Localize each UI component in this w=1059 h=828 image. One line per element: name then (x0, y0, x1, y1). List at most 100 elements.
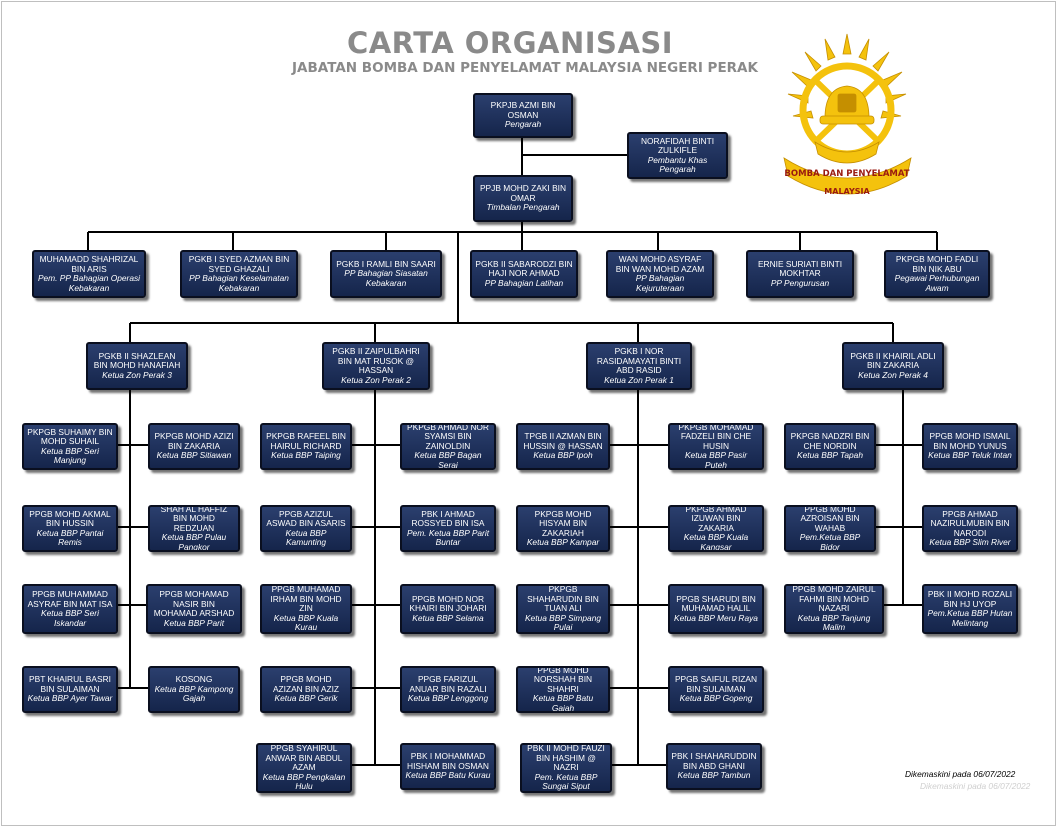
box-name: SHAH AL HAFFIZ BIN MOHD REDZUAN (160, 505, 228, 533)
box-name: PBT KHAIRUL BASRI BIN SULAIMAN (29, 674, 111, 694)
logo-text-top: BOMBA DAN PENYELAMAT (784, 169, 909, 179)
box-name: PBK I MOHAMMAD HISHAM BIN OSMAN (407, 751, 489, 771)
box-name: PPgB MOHD NOR KHAIRI BIN JOHARI (409, 593, 487, 614)
box-role: Ketua Zon Perak 2 (341, 374, 411, 385)
org-box-station: PKPgB SUHAIMY BIN MOHD SUHAIL Ketua BBP … (22, 423, 118, 470)
org-box-station: PPgB MOHD AZROISAN BIN WAHAB Pem.Ketua B… (784, 505, 876, 552)
box-role: PP Pengurusan (770, 277, 830, 288)
box-role: Ketua BBP Lenggong (407, 693, 489, 704)
box-role: Ketua BBP Kampong Gajah (154, 683, 234, 704)
box-role: Ketua BBP Bagan Serai (414, 450, 482, 470)
org-box-station: PPgB MOHD NORSHAH BIN SHAHRI Ketua BBP B… (516, 666, 610, 713)
box-name: PPgB MOHD AZROISAN BIN WAHAB (800, 505, 860, 533)
box-role: Ketua BBP Seri Manjung (41, 445, 99, 465)
box-role: Ketua BBP Gopeng (679, 693, 753, 704)
org-box-station: PBT KHAIRUL BASRI BIN SULAIMAN Ketua BBP… (22, 666, 118, 713)
box-role: Ketua BBP Tanjung Malim (797, 612, 871, 633)
box-role: Pengarah (504, 119, 542, 130)
box-role: Ketua BBP Sitiawan (156, 450, 232, 461)
box-name: PPgB SAIFUL RIZAN BIN SULAIMAN (674, 674, 758, 694)
box-role: Pegawai Perhubungan Awam (894, 273, 980, 293)
org-box-station: PPgB SHARUDI BIN MUHAMAD HALIL Ketua BBP… (668, 584, 764, 634)
org-box-division: MUHAMADD SHAHRIZAL BIN ARIS Pem. PP Baha… (32, 250, 146, 298)
org-box-station: PKPgB SHAHARUDIN BIN TUAN ALI Ketua BBP … (516, 584, 610, 634)
org-box-division: PKPgB MOHD FADLI BIN NIK ABU Pegawai Per… (884, 250, 990, 298)
box-role: Ketua Zon Perak 1 (604, 374, 674, 385)
box-name: PPgB MUHAMAD IRHAM BIN MOHD ZIN (270, 584, 342, 614)
box-name: PPgB MOHAMAD NASIR BIN MOHAMAD ARSHAD (153, 589, 235, 618)
box-name: PPgB MOHD AZIZAN BIN AZIZ (272, 674, 340, 694)
box-name: NORAFIDAH BINTI ZULKIFLE (640, 135, 715, 155)
box-role: Ketua BBP Selama (412, 612, 484, 623)
box-name: PBK II MOHD FAUZI BIN HASHIM @ NAZRI (527, 743, 605, 773)
box-name: PPjB MOHD ZAKI BIN OMAR (479, 183, 567, 203)
box-role: Ketua BBP Pengkalan Hulu (262, 771, 346, 792)
box-name: PKPgB SHAHARUDIN BIN TUAN ALI (527, 584, 599, 614)
box-name: PKPgB AHMAD NOR SYAMSI BIN ZAINOLDIN (407, 423, 489, 451)
box-role: Pem.Ketua BBP Hutan Melintang (927, 608, 1013, 628)
org-box-station: PPgB SYAHIRUL ANWAR BIN ABDUL AZAM Ketua… (256, 743, 352, 793)
box-role: Ketua BBP Tapah (797, 450, 863, 461)
box-name: PgKB II ZAIPULBAHRI BIN MAT RUSOK @ HASS… (332, 346, 420, 375)
org-box-station: PPgB SAIFUL RIZAN BIN SULAIMAN Ketua BBP… (668, 666, 764, 713)
box-name: PKPgB MOHD HISYAM BIN ZAKARIAH (534, 508, 592, 538)
org-box-zone-head: PgKB I NOR RASIDAMAYATI BINTI ABD RASID … (586, 342, 692, 390)
updated-date: Dikemaskini pada 06/07/2022 (905, 769, 1016, 779)
org-box-station: PBK I AHMAD ROSSYED BIN ISA Pem. Ketua B… (400, 505, 496, 552)
box-role: Pem. Ketua BBP Parit Buntar (406, 527, 490, 547)
org-box-station: PKPgB MOHD HISYAM BIN ZAKARIAH Ketua BBP… (516, 505, 610, 552)
box-role: PP Bahagian Latihan (484, 277, 564, 288)
box-role: Ketua BBP Seri Iskandar (41, 608, 99, 628)
box-role: Pem. Ketua BBP Sungai Siput (534, 771, 598, 792)
box-role: Ketua BBP Tambun (677, 770, 751, 781)
org-box-station: KOSONG Ketua BBP Kampong Gajah (148, 666, 240, 713)
box-role: Ketua Zon Perak 4 (858, 369, 928, 380)
box-name: PgKB II SABARODZI BIN HAJI NOR AHMAD (475, 258, 573, 279)
box-name: PPgB SHARUDI BIN MUHAMAD HALIL (676, 593, 756, 614)
box-name: MUHAMADD SHAHRIZAL BIN ARIS (39, 254, 139, 274)
box-role: PP Bahagian Siasatan Kebakaran (344, 268, 428, 288)
org-box-station: PBK II MOHD FAUZI BIN HASHIM @ NAZRI Pem… (520, 743, 612, 793)
box-role: Ketua BBP Pasir Puteh (684, 450, 748, 470)
box-role: Ketua BBP Simpang Pulai (524, 612, 602, 633)
org-box-division: WAN MOHD ASYRAF BIN WAN MOHD AZAM PP Bah… (606, 250, 714, 298)
box-name: PPgB SYAHIRUL ANWAR BIN ABDUL AZAM (265, 743, 343, 773)
box-name: PKPgB MOHD AZIZI BIN ZAKARIA (154, 431, 234, 451)
org-box-zone-head: PgKB II ZAIPULBAHRI BIN MAT RUSOK @ HASS… (322, 342, 430, 390)
box-role: Ketua BBP Kuala Kangsar (683, 532, 749, 552)
box-role: Ketua BBP Batu Gajah (532, 693, 594, 713)
box-role: PP Bahagian Keselamatan Kebakaran (189, 273, 289, 293)
box-name: PBK II MOHD ROZALI BIN HJ UYOP (927, 589, 1013, 609)
box-role: Ketua BBP Ipoh (533, 450, 593, 461)
org-box-station: PPgB MOHD AZIZAN BIN AZIZ Ketua BBP Geri… (260, 666, 352, 713)
org-box-station: PPgB MOHD AKMAL BIN HUSSIN Ketua BBP Pan… (22, 505, 118, 552)
box-name: PgKB II SHAZLEAN BIN MOHD HANAFIAH (93, 350, 181, 371)
org-box-station: PPgB FARIZUL ANUAR BIN RAZALI Ketua BBP … (400, 666, 496, 713)
box-name: PPgB MOHD NORSHAH BIN SHAHRI (533, 666, 593, 694)
bomba-logo: BOMBA DAN PENYELAMAT MALAYSIA (783, 33, 912, 196)
org-box-station: PPgB MOHD ISMAIL BIN MOHD YUNUS Ketua BB… (922, 423, 1018, 470)
box-role: Ketua BBP Parit (163, 617, 225, 628)
box-role: Ketua BBP Taiping (271, 450, 341, 461)
box-name: PBK I SHAHARUDDIN BIN ABD GHANI (671, 751, 757, 771)
box-name: PgKB I RAMLI BIN SAARI (336, 258, 436, 269)
org-box-station: PBK I SHAHARUDDIN BIN ABD GHANI Ketua BB… (666, 743, 762, 790)
box-name: PPgB FARIZUL ANUAR BIN RAZALI (409, 674, 487, 694)
org-box-zone-head: PgKB II SHAZLEAN BIN MOHD HANAFIAH Ketua… (86, 342, 188, 390)
org-box-station: TPgB II AZMAN BIN HUSSIN @ HASSAN Ketua … (516, 423, 610, 470)
box-role: Ketua BBP Kuala Kurau (273, 612, 339, 633)
box-name: WAN MOHD ASYRAF BIN WAN MOHD AZAM (615, 254, 705, 274)
box-name: PKPgB RAFEEL BIN HAIRUL RICHARD (266, 431, 346, 451)
org-box-station: PPgB MOHD NOR KHAIRI BIN JOHARI Ketua BB… (400, 584, 496, 634)
box-name: PPgB MOHD AKMAL BIN HUSSIN (29, 508, 111, 528)
box-role: Timbalan Pengarah (486, 202, 560, 213)
org-box-station: PBK II MOHD ROZALI BIN HJ UYOP Pem.Ketua… (922, 584, 1018, 634)
box-name: PPgB MOHD ZAIRUL FAHMI BIN MOHD NAZARI (792, 584, 876, 614)
box-role: Ketua BBP Gerik (274, 693, 338, 704)
org-box-station: PPgB AHMAD NAZIRULMUBIN BIN NARODI Ketua… (922, 505, 1018, 552)
org-box-station: PPgB MOHAMAD NASIR BIN MOHAMAD ARSHAD Ke… (146, 584, 242, 634)
box-name: PPgB AHMAD NAZIRULMUBIN BIN NARODI (930, 508, 1010, 538)
box-role: PP Bahagian Kejuruteraan (635, 273, 685, 293)
